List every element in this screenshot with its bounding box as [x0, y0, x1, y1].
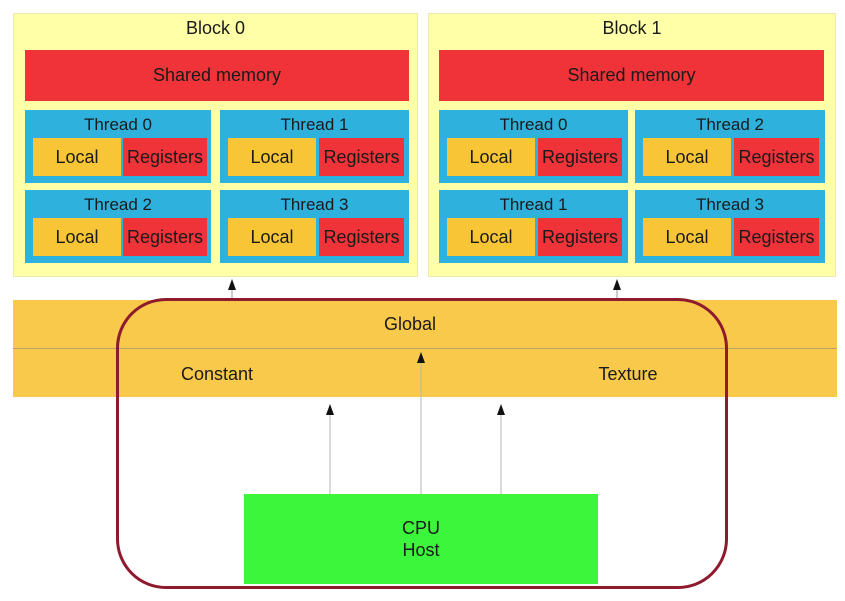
- thread-box: Thread 0 Local Registers: [439, 110, 628, 183]
- thread-box: Thread 0 Local Registers: [25, 110, 211, 183]
- arrowhead-icon: [613, 279, 621, 290]
- local-memory: Local: [447, 138, 535, 176]
- thread-label: Thread 1: [499, 195, 568, 214]
- registers: Registers: [123, 138, 207, 176]
- local-memory: Local: [447, 218, 535, 256]
- registers: Registers: [123, 218, 207, 256]
- arrowhead-icon: [497, 404, 505, 415]
- host-label: Host: [402, 540, 440, 560]
- registers: Registers: [538, 218, 622, 256]
- cpu-host-box: CPU Host: [244, 494, 598, 584]
- thread-box: Thread 1 Local Registers: [439, 190, 628, 263]
- constant-memory-label: Constant: [180, 363, 254, 384]
- shared-memory: Shared memory: [25, 50, 409, 101]
- global-memory-label: Global: [383, 313, 437, 334]
- thread-box: Thread 1 Local Registers: [220, 110, 409, 183]
- registers: Registers: [734, 138, 819, 176]
- arrowhead-icon: [228, 279, 236, 290]
- thread-box: Thread 3 Local Registers: [220, 190, 409, 263]
- local-memory: Local: [33, 218, 121, 256]
- local-memory: Local: [33, 138, 121, 176]
- local-memory: Local: [228, 218, 316, 256]
- block-title: Block 0: [185, 17, 246, 38]
- thread-label: Thread 0: [499, 115, 568, 134]
- thread-box: Thread 3 Local Registers: [635, 190, 825, 263]
- local-memory: Local: [643, 138, 731, 176]
- registers: Registers: [319, 218, 404, 256]
- registers: Registers: [734, 218, 819, 256]
- thread-label: Thread 2: [83, 195, 153, 214]
- block-title: Block 1: [602, 17, 662, 38]
- cpu-label: CPU: [401, 518, 440, 538]
- thread-box: Thread 2 Local Registers: [635, 110, 825, 183]
- texture-memory-label: Texture: [598, 363, 658, 384]
- block-1: Block 1 Shared memory Thread 0 Local Reg…: [428, 13, 836, 277]
- thread-box: Thread 2 Local Registers: [25, 190, 211, 263]
- local-memory: Local: [643, 218, 731, 256]
- constant-texture-band: [13, 349, 837, 397]
- arrowhead-icon: [417, 352, 425, 363]
- registers: Registers: [319, 138, 404, 176]
- thread-label: Thread 3: [695, 195, 765, 214]
- thread-label: Thread 1: [280, 115, 349, 134]
- thread-label: Thread 0: [83, 115, 153, 134]
- shared-memory: Shared memory: [439, 50, 824, 101]
- band-divider: [13, 348, 837, 349]
- host-accessible-frame: [116, 298, 728, 589]
- thread-label: Thread 3: [280, 195, 349, 214]
- local-memory: Local: [228, 138, 316, 176]
- arrowhead-icon: [326, 404, 334, 415]
- registers: Registers: [538, 138, 622, 176]
- block-0: Block 0 Shared memory Thread 0 Local Reg…: [13, 13, 418, 277]
- thread-label: Thread 2: [695, 115, 765, 134]
